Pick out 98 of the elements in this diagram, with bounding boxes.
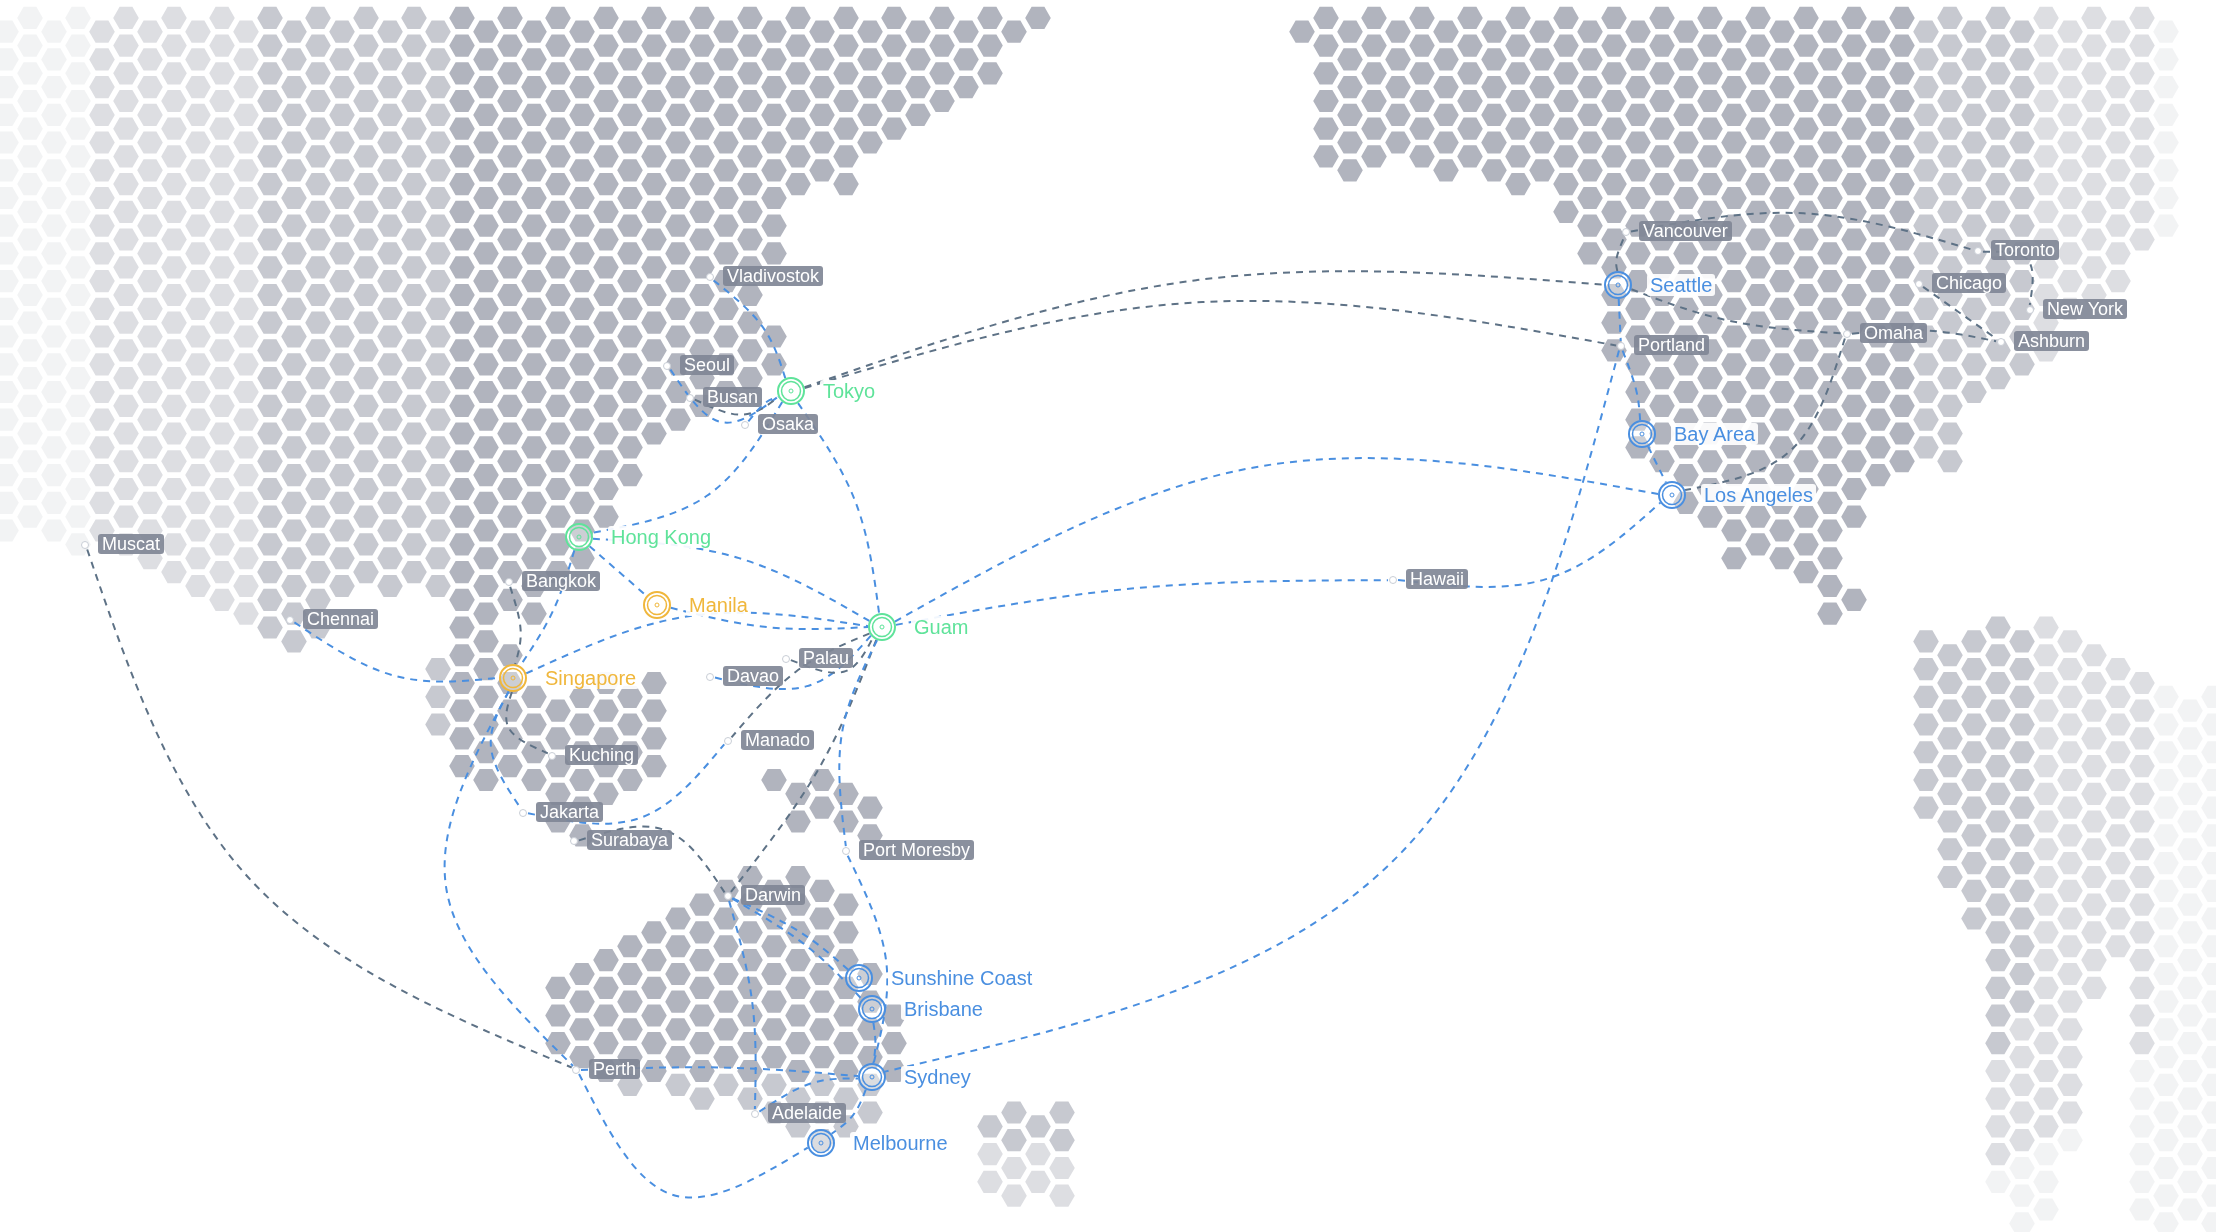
- city-label: Ashburn: [2014, 331, 2090, 351]
- city-dot-icon: [1973, 246, 1983, 256]
- city-label: Chicago: [1932, 273, 2007, 293]
- city-dot-icon: [1388, 575, 1398, 585]
- city-label: Palau: [799, 648, 854, 668]
- dashed-route-line: [846, 854, 889, 1065]
- city-dot-icon: [662, 361, 672, 371]
- city-label: Chennai: [303, 609, 379, 629]
- city-dot-icon: [723, 736, 733, 746]
- city-label: Adelaide: [768, 1103, 847, 1123]
- city-label: Portland: [1634, 335, 1710, 355]
- ring-marker-icon: [857, 994, 887, 1024]
- city-label: New York: [2043, 299, 2128, 319]
- city-dot-icon: [705, 672, 715, 682]
- city-label: Manado: [741, 730, 815, 750]
- city-dot-icon: [740, 420, 750, 430]
- dashed-route-line: [591, 400, 784, 534]
- city-label: Davao: [723, 666, 784, 686]
- city-label: Hawaii: [1406, 569, 1469, 589]
- dashed-route-line: [669, 606, 869, 631]
- ring-marker-icon: [564, 522, 594, 552]
- city-dot-icon: [781, 654, 791, 664]
- city-dot-icon: [285, 615, 295, 625]
- city-label: Omaha: [1860, 323, 1928, 343]
- city-dot-icon: [685, 393, 695, 403]
- dashed-route-line: [1647, 445, 1667, 484]
- city-label: Busan: [703, 387, 763, 407]
- city-dot-icon: [571, 1065, 581, 1075]
- city-label: Los Angeles: [1701, 484, 1816, 506]
- dashed-route-line: [1621, 349, 1642, 422]
- city-dot-icon: [547, 751, 557, 761]
- city-dot-icon: [705, 272, 715, 282]
- dashed-route-line: [1617, 298, 1622, 342]
- dashed-route-line: [803, 270, 1605, 389]
- dashed-route-line: [893, 457, 1660, 623]
- city-label: Osaka: [758, 414, 819, 434]
- city-dot-icon: [80, 540, 90, 550]
- city-label: Muscat: [98, 534, 165, 554]
- ring-marker-icon: [844, 963, 874, 993]
- city-label: Bangkok: [522, 571, 601, 591]
- dashed-route-line: [830, 1088, 867, 1135]
- ring-marker-icon: [642, 590, 672, 620]
- city-dot-icon: [841, 846, 851, 856]
- dashed-route-line: [731, 897, 849, 971]
- dashed-route-line: [443, 690, 575, 1067]
- city-label: Surabaya: [587, 830, 673, 850]
- dashed-route-line: [758, 1077, 860, 1113]
- dashed-route-line: [525, 611, 870, 675]
- city-dot-icon: [569, 836, 579, 846]
- dashed-route-line: [730, 632, 871, 739]
- city-dot-icon: [1621, 227, 1631, 237]
- city-label: Sydney: [901, 1066, 974, 1088]
- city-label: Kuching: [565, 745, 639, 765]
- city-label: Manila: [686, 594, 751, 616]
- city-dot-icon: [518, 808, 528, 818]
- city-label: Seattle: [1647, 274, 1716, 296]
- city-label: Toronto: [1991, 240, 2060, 260]
- city-dot-icon: [504, 577, 514, 587]
- ring-marker-icon: [1657, 480, 1687, 510]
- city-label: Sunshine Coast: [888, 967, 1036, 989]
- dashed-route-line: [797, 402, 881, 615]
- city-label: Seoul: [680, 355, 735, 375]
- city-dot-icon: [1842, 329, 1852, 339]
- dashed-route-line: [872, 1021, 877, 1065]
- city-label: Vancouver: [1639, 221, 1732, 241]
- ring-marker-icon: [806, 1128, 836, 1158]
- city-dot-icon: [1996, 337, 2006, 347]
- ring-marker-icon: [857, 1062, 887, 1092]
- city-dot-icon: [2025, 305, 2035, 315]
- dashed-route-line: [577, 825, 726, 894]
- city-label: Darwin: [741, 885, 805, 905]
- dashed-route-line: [1684, 337, 1846, 492]
- dashed-route-line: [838, 639, 879, 847]
- city-label: Bay Area: [1671, 423, 1759, 445]
- city-label: Port Moresby: [859, 840, 975, 860]
- dashed-route-line: [728, 899, 757, 1110]
- city-dot-icon: [1914, 279, 1924, 289]
- ring-marker-icon: [776, 376, 806, 406]
- dashed-route-line: [729, 638, 878, 893]
- city-dot-icon: [723, 891, 733, 901]
- dashed-route-line: [669, 368, 780, 424]
- dashed-route-line: [714, 634, 872, 691]
- dashed-route-line: [883, 349, 1620, 1073]
- ring-marker-icon: [498, 663, 528, 693]
- ring-marker-icon: [1603, 270, 1633, 300]
- city-label: Vladivostok: [723, 266, 824, 286]
- dashed-route-line: [86, 548, 573, 1069]
- city-label: Perth: [589, 1059, 641, 1079]
- ring-marker-icon: [1627, 419, 1657, 449]
- dashed-route-line: [731, 897, 863, 1001]
- dashed-route-line: [1630, 288, 1844, 335]
- city-dot-icon: [1616, 341, 1626, 351]
- city-label: Jakarta: [536, 802, 604, 822]
- ring-marker-icon: [867, 612, 897, 642]
- dashed-route-line: [578, 1072, 809, 1199]
- dashed-route-line: [803, 300, 1618, 390]
- dashed-route-line: [894, 579, 1389, 626]
- city-dot-icon: [750, 1109, 760, 1119]
